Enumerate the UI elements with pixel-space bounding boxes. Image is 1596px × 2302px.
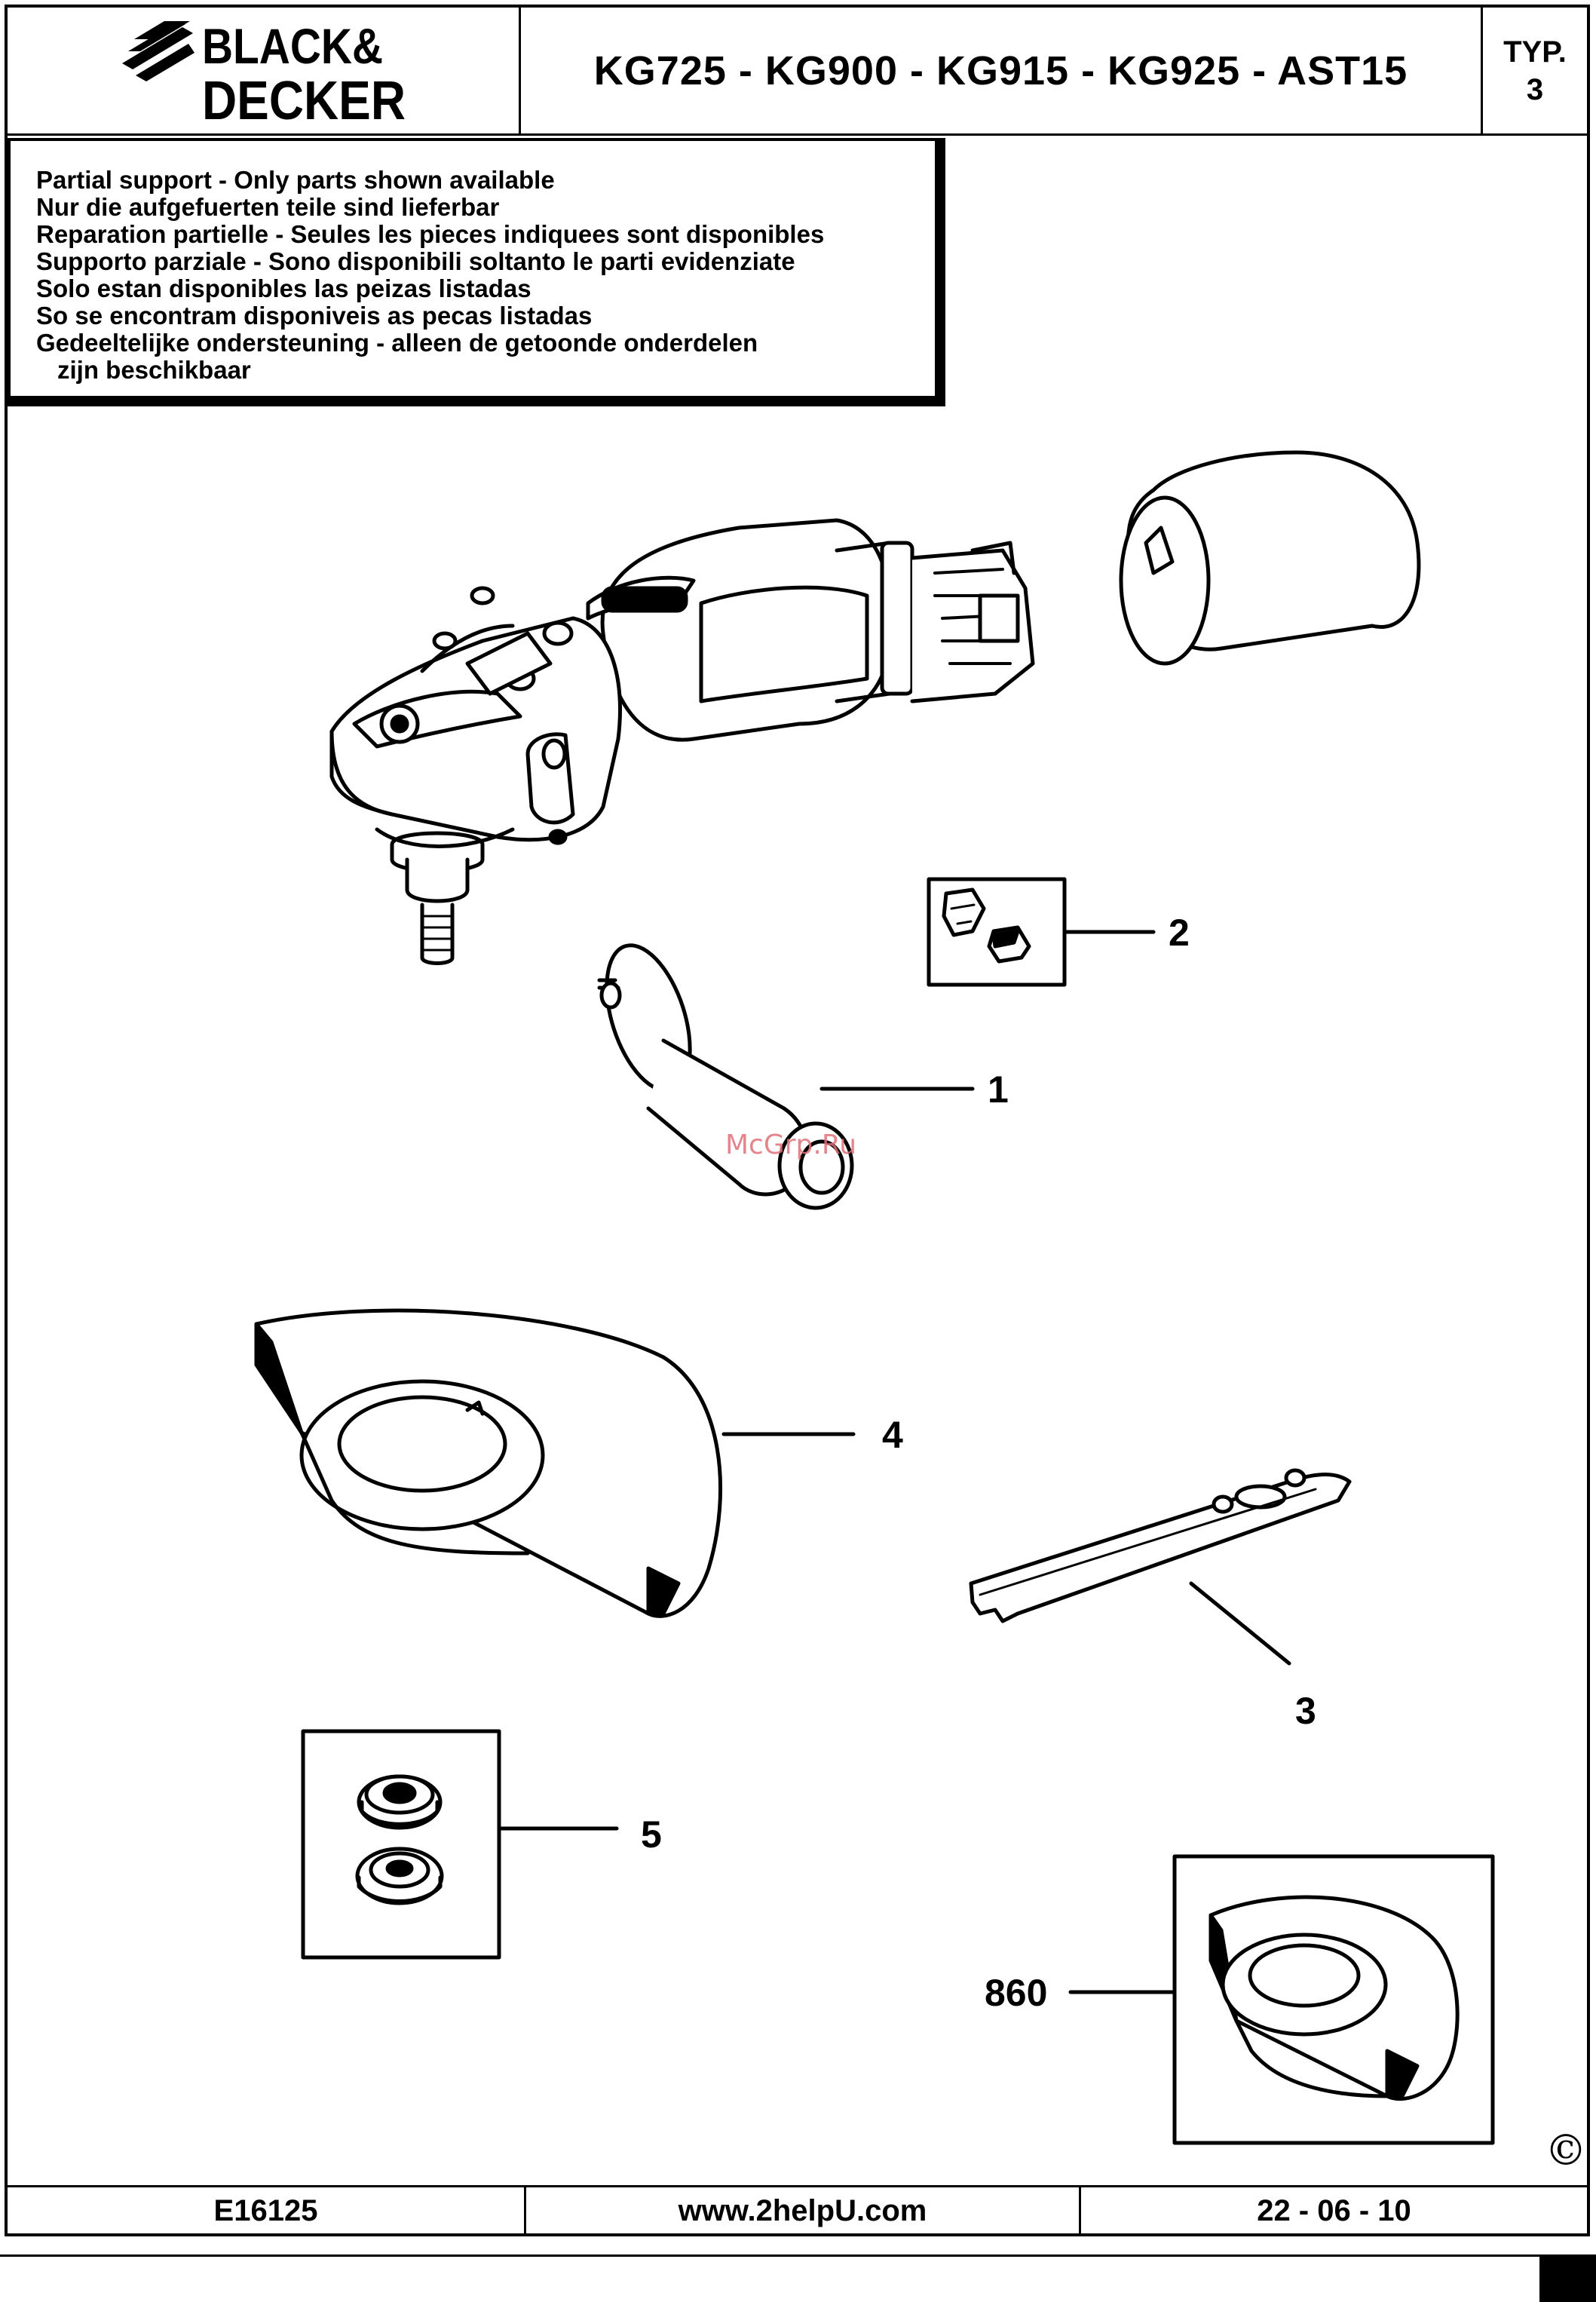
notice-line-nl-cont: zijn beschikbaar [57,356,251,384]
part-860-guard [1068,1854,1495,2145]
brand-line-1: BLACK& [202,18,383,74]
hexagon-logo-icon [122,21,195,81]
page-frame [5,5,1590,2236]
callout-part-860: 860 [985,1972,1048,2014]
notice-line-fr: Reparation partielle - Seules les pieces… [36,220,825,248]
notice-line-pt: So se encontram disponiveis as pecas lis… [36,302,593,330]
footer-url-text[interactable]: www.2helpU.com [678,2194,927,2227]
footer-url[interactable]: www.2helpU.com [526,2187,1081,2235]
type-value: 3 [1526,72,1544,106]
notice-line-nl: Gedeeltelijke ondersteuning - alleen de … [36,329,758,357]
part-4-wheel-guard [254,1308,856,1618]
bottom-rule [0,2254,1596,2257]
footer-date-text: 22 - 06 - 10 [1257,2194,1411,2227]
copyright-symbol: © [1545,2126,1587,2175]
brand-logo: BLACK& DECKER [122,18,406,130]
callout-part-2: 2 [1169,912,1190,954]
footer-doc-id: E16125 [8,2187,526,2235]
brand-logo-cell: BLACK& DECKER [8,8,521,136]
footer-bar: E16125 www.2helpU.com 22 - 06 - 10 [8,2185,1587,2235]
notice-line-it: Supporto parziale - Sono disponibili sol… [36,247,795,275]
notice-line-de: Nur die aufgefuerten teile sind lieferba… [36,193,500,221]
bottom-corner-block [1539,2254,1596,2302]
model-title-text: KG725 - KG900 - KG915 - KG925 - AST15 [593,48,1408,93]
notice-line-es: Solo estan disponibles las peizas listad… [36,274,531,302]
watermark: McGrp.Ru [725,1130,857,1160]
part-1-side-handle [597,943,975,1210]
type-cell: TYP. 3 [1483,8,1587,136]
type-label: TYP. [1503,35,1567,69]
motor-cover-illustration [1119,450,1421,666]
part-2-brush-set [927,877,1156,987]
callout-part-1: 1 [988,1068,1009,1111]
angle-grinder-illustration [329,518,1035,965]
brand-line-2: DECKER [202,71,406,130]
model-title: KG725 - KG900 - KG915 - KG925 - AST15 [521,8,1483,136]
notice-line-en: Partial support - Only parts shown avail… [36,166,555,194]
partial-support-notice: Partial support - Only parts shown avail… [8,138,945,406]
part-5-flange-set [301,1729,619,1960]
callout-part-5: 5 [641,1813,662,1856]
part-3-spanner [969,1468,1352,1666]
footer-doc-id-text: E16125 [213,2194,318,2227]
footer-date: 22 - 06 - 10 [1081,2187,1587,2235]
callout-part-3: 3 [1295,1690,1316,1732]
callout-part-4: 4 [882,1414,903,1456]
